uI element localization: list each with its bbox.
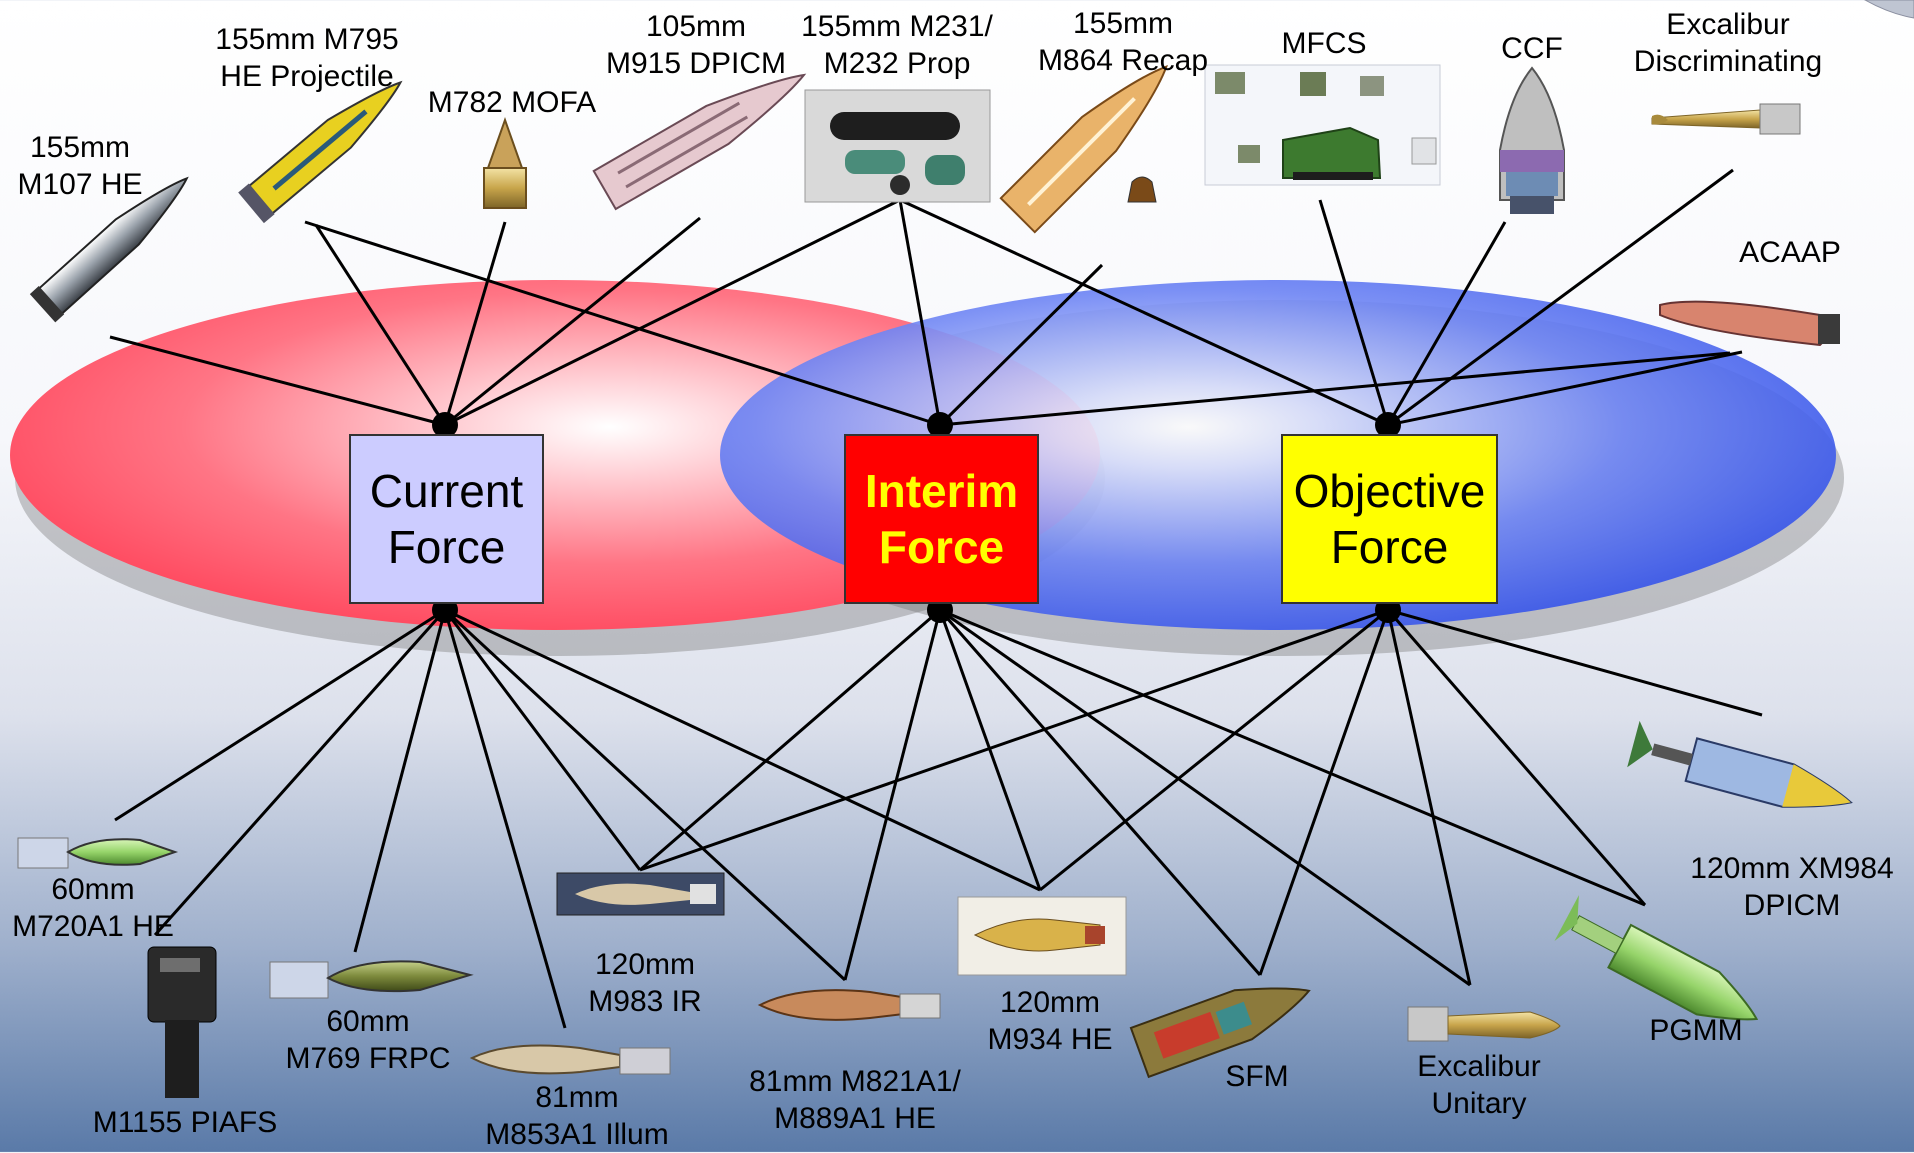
m1155-label: M1155 PIAFS xyxy=(93,1104,278,1141)
mfcs-label-line1: MFCS xyxy=(1281,27,1367,60)
m864-label: 155mm M864 Recap xyxy=(1038,5,1208,79)
xm984-label: 120mm XM984 DPICM xyxy=(1690,850,1893,924)
excalibur-discriminating-label-line2: Discriminating xyxy=(1633,45,1823,78)
objective-force-label-line2: Force xyxy=(1330,521,1449,573)
m853-projectile-image xyxy=(469,1044,671,1075)
m821-label-line2: M889A1 HE xyxy=(774,1102,936,1135)
m821-projectile-image xyxy=(757,989,941,1021)
m983-label: 120mm M983 IR xyxy=(588,946,701,1020)
ccf-projectile-image xyxy=(1499,66,1565,214)
m769-label-line2: M769 FRPC xyxy=(285,1042,451,1075)
current-force-label-line2: Force xyxy=(387,521,506,573)
node-interim-top xyxy=(927,412,953,438)
m231-propellant-image xyxy=(804,89,991,203)
excalibur-unitary-label-line1: Excalibur xyxy=(1417,1050,1541,1083)
m107-label-line1: 155mm xyxy=(29,131,131,164)
m915-label-line2: M915 DPICM xyxy=(605,47,787,80)
m720-label-line2: M720A1 HE xyxy=(12,910,174,943)
sfm-label: SFM xyxy=(1225,1058,1288,1095)
m821-label: 81mm M821A1/ M889A1 HE xyxy=(749,1063,961,1137)
m934-label: 120mm M934 HE xyxy=(987,984,1112,1058)
sfm-label-line1: SFM xyxy=(1225,1060,1289,1093)
xm984-label-line2: DPICM xyxy=(1743,889,1841,922)
m915-label: 105mm M915 DPICM xyxy=(606,8,786,82)
m720-projectile-image xyxy=(17,837,179,869)
node-objective-top xyxy=(1375,412,1401,438)
m864-label-line2: M864 Recap xyxy=(1037,44,1209,77)
current-force-label-line1: Current xyxy=(369,465,524,517)
m853-label-line2: M853A1 Illum xyxy=(485,1118,669,1151)
m864-projectile-image xyxy=(999,65,1168,234)
acaap-label: ACAAP xyxy=(1739,234,1841,271)
interim-force-label-line2: Force xyxy=(878,521,1005,573)
acaap-projectile-image xyxy=(1659,300,1840,347)
m795-projectile-image xyxy=(238,80,403,224)
mfcs-system-image xyxy=(1204,64,1441,186)
m769-label: 60mm M769 FRPC xyxy=(285,1003,450,1077)
m864-base-image xyxy=(1127,176,1157,203)
objective-force-box: Objective Force xyxy=(1281,434,1498,604)
m782-label-line1: M782 MOFA xyxy=(427,86,597,119)
mfcs-label: MFCS xyxy=(1282,25,1367,62)
m915-label-line1: 105mm xyxy=(645,10,747,43)
m1155-label-line1: M1155 PIAFS xyxy=(92,1106,278,1139)
m107-label: 155mm M107 HE xyxy=(17,129,142,203)
m1155-piafs-image xyxy=(147,946,217,1098)
m864-label-line1: 155mm xyxy=(1072,7,1174,40)
pgmm-label: PGMM xyxy=(1649,1012,1742,1049)
m821-label-line1: 81mm M821A1/ xyxy=(749,1065,961,1098)
corner-decoration xyxy=(1863,0,1914,19)
m934-label-line2: M934 HE xyxy=(987,1023,1113,1056)
excalibur-discriminating-image xyxy=(1651,103,1801,135)
objective-force-label-line1: Objective xyxy=(1293,465,1486,517)
m107-label-line2: M107 HE xyxy=(17,168,143,201)
m915-projectile-image xyxy=(592,73,807,211)
ccf-label-line1: CCF xyxy=(1501,32,1563,65)
m983-label-line1: 120mm xyxy=(594,948,696,981)
xm984-label-line1: 120mm XM984 xyxy=(1690,852,1894,885)
connector-lines xyxy=(109,168,1763,1029)
m231-label-line2: M232 Prop xyxy=(823,47,971,80)
pgmm-label-line1: PGMM xyxy=(1649,1014,1743,1047)
sfm-projectile-image xyxy=(1129,987,1311,1079)
m107-projectile-image xyxy=(29,176,189,323)
m769-label-line1: 60mm xyxy=(326,1005,410,1038)
m934-label-line1: 120mm xyxy=(999,986,1101,1019)
m231-label-line1: 155mm M231/ xyxy=(801,10,993,43)
m983-label-line2: M983 IR xyxy=(588,985,702,1018)
m782-label: M782 MOFA xyxy=(428,84,596,121)
xm984-projectile-image xyxy=(1627,720,1853,808)
m853-label: 81mm M853A1 Illum xyxy=(485,1079,668,1153)
m720-label: 60mm M720A1 HE xyxy=(12,871,174,945)
excalibur-unitary-label-line2: Unitary xyxy=(1431,1087,1527,1120)
m231-label: 155mm M231/ M232 Prop xyxy=(801,8,993,82)
interim-force-label-line1: Interim xyxy=(864,465,1019,517)
excalibur-discriminating-label-line1: Excalibur xyxy=(1666,8,1790,41)
m853-label-line1: 81mm xyxy=(535,1081,619,1114)
excalibur-unitary-label: Excalibur Unitary xyxy=(1417,1048,1540,1122)
current-force-box: Current Force xyxy=(349,434,544,604)
m795-label-line2: HE Projectile xyxy=(220,60,394,93)
node-current-top xyxy=(432,412,458,438)
m782-fuze-image xyxy=(483,117,527,209)
m983-projectile-image xyxy=(556,872,725,916)
acaap-label-line1: ACAAP xyxy=(1739,236,1841,269)
m720-label-line1: 60mm xyxy=(51,873,135,906)
m769-projectile-image xyxy=(269,960,474,999)
m795-label: 155mm M795 HE Projectile xyxy=(215,21,398,95)
ccf-label: CCF xyxy=(1501,30,1563,67)
m934-cutaway-image xyxy=(957,896,1127,976)
excalibur-unitary-image xyxy=(1407,1006,1561,1042)
interim-force-box: Interim Force xyxy=(844,434,1039,604)
m795-label-line1: 155mm M795 xyxy=(215,23,399,56)
excalibur-discriminating-label: Excalibur Discriminating xyxy=(1634,6,1822,80)
